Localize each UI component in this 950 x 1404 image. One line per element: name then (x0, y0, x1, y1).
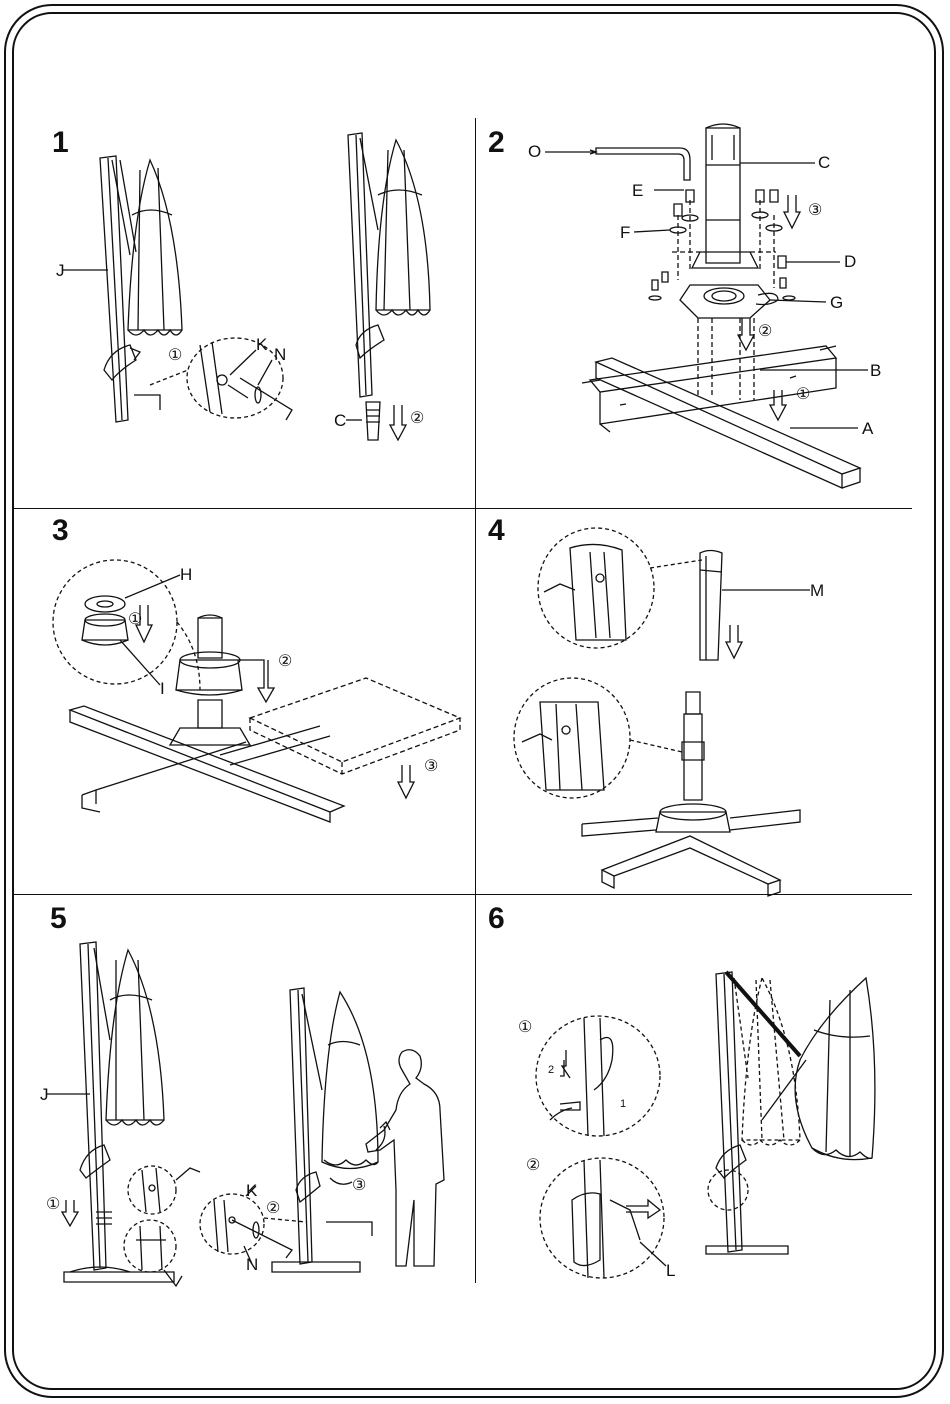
step5-detail-bolt-leader (264, 1218, 306, 1222)
step5-detail-lower (136, 1226, 166, 1270)
step2-base-g (649, 272, 826, 318)
step5-umbrella-left (64, 942, 174, 1282)
step3-marker-3: ③ (424, 759, 438, 775)
step6-detail-2 (572, 1160, 660, 1278)
step3-cross-base (70, 706, 344, 822)
step2-marker-2: ② (758, 324, 772, 340)
step3-arrow-2 (238, 660, 274, 702)
step4-detail-bottom-leader (630, 740, 682, 752)
step1-label-n: N (274, 346, 286, 364)
step2-label-e: E (632, 182, 643, 200)
step6-marker-1: ① (518, 1020, 532, 1036)
step2-arrow-3 (784, 195, 800, 228)
step2-label-g: G (830, 294, 843, 312)
step3-pole-ring (170, 615, 250, 745)
step4-label-m: M (810, 582, 824, 600)
step6-arrow-label-2: 2 (548, 1062, 554, 1078)
step1-marker-2: ② (410, 411, 424, 427)
step6-detail-1-circle (536, 1016, 660, 1136)
step1-umbrella-right (348, 133, 430, 440)
step3-marker-1: ① (128, 612, 142, 628)
step5-marker-3: ③ (352, 1178, 366, 1194)
step2-pole-c (692, 124, 758, 268)
step-number-1: 1 (52, 128, 69, 158)
step1-label-j: J (56, 262, 65, 280)
step5-umbrella-right (272, 988, 378, 1272)
step3-label-h: H (180, 566, 192, 584)
step-number-3: 3 (52, 516, 69, 546)
step1-detail-leader (150, 370, 188, 385)
step4-pole-m (700, 551, 722, 661)
step3-detail-leader (177, 622, 200, 690)
step3-marker-2: ② (278, 654, 292, 670)
step5-key-insert (326, 1222, 372, 1236)
step1-label-c: C (334, 412, 346, 430)
step6-marker-2: ② (526, 1158, 540, 1174)
step1-marker-1: ① (168, 348, 182, 364)
step4-arrow (726, 625, 742, 658)
step2-bolts-left (634, 190, 698, 233)
step2-arrow-1 (770, 390, 786, 420)
step3-label-i: I (160, 680, 165, 698)
step5-hand-upper (176, 1168, 200, 1180)
step5-detail-upper-pin (149, 1185, 155, 1191)
step1-leader-k (230, 350, 256, 375)
step6-umbrella-ghost (734, 978, 800, 1145)
step1-leader-n (258, 360, 272, 385)
step6-label-l: L (666, 1262, 675, 1280)
step2-key-rod (545, 148, 690, 180)
step6-umbrella-tilted (706, 972, 875, 1254)
step5-label-k: K (246, 1182, 257, 1200)
step4-detail-top-leader (650, 560, 702, 568)
step3-detail-parts (82, 575, 180, 685)
step2-label-f: F (620, 224, 630, 242)
step6-detail-marker (708, 1170, 748, 1210)
step2-label-o: O (528, 143, 541, 161)
step4-assembled-stand (656, 692, 730, 832)
step2-label-c: C (818, 154, 830, 172)
step5-label-n: N (246, 1256, 258, 1274)
step5-detail-upper (142, 1168, 160, 1212)
step6-detail-1 (550, 1018, 613, 1136)
step5-arrow-3 (330, 1122, 390, 1184)
step2-label-a: A (862, 420, 873, 438)
step5-marker-1: ① (46, 1197, 60, 1213)
step4-cross-base (582, 810, 800, 896)
step-number-6: 6 (488, 904, 505, 934)
step1-arrow-down (390, 405, 406, 440)
step5-detail-upper-circle (128, 1166, 176, 1214)
step3-detail-circle (53, 560, 177, 684)
step5-detail-lower-circle (124, 1220, 176, 1272)
step1-umbrella-left (100, 156, 182, 422)
step2-label-d: D (844, 253, 856, 271)
step3-arrow-3 (398, 765, 414, 798)
step2-label-b: B (870, 362, 881, 380)
step5-marker-2: ② (266, 1201, 280, 1217)
step5-arrow-1 (62, 1200, 78, 1226)
step4-detail-top (544, 544, 626, 640)
step2-marker-1: ① (796, 387, 810, 403)
step5-label-j: J (40, 1086, 49, 1104)
step4-detail-bottom (522, 702, 604, 790)
step1-label-k: K (256, 336, 267, 354)
step2-cross-base (582, 346, 860, 488)
step-number-5: 5 (50, 904, 67, 934)
step-number-4: 4 (488, 516, 505, 546)
step2-marker-3: ③ (808, 203, 822, 219)
step-number-2: 2 (488, 128, 505, 158)
step6-arrow-label-1: 1 (620, 1096, 626, 1112)
